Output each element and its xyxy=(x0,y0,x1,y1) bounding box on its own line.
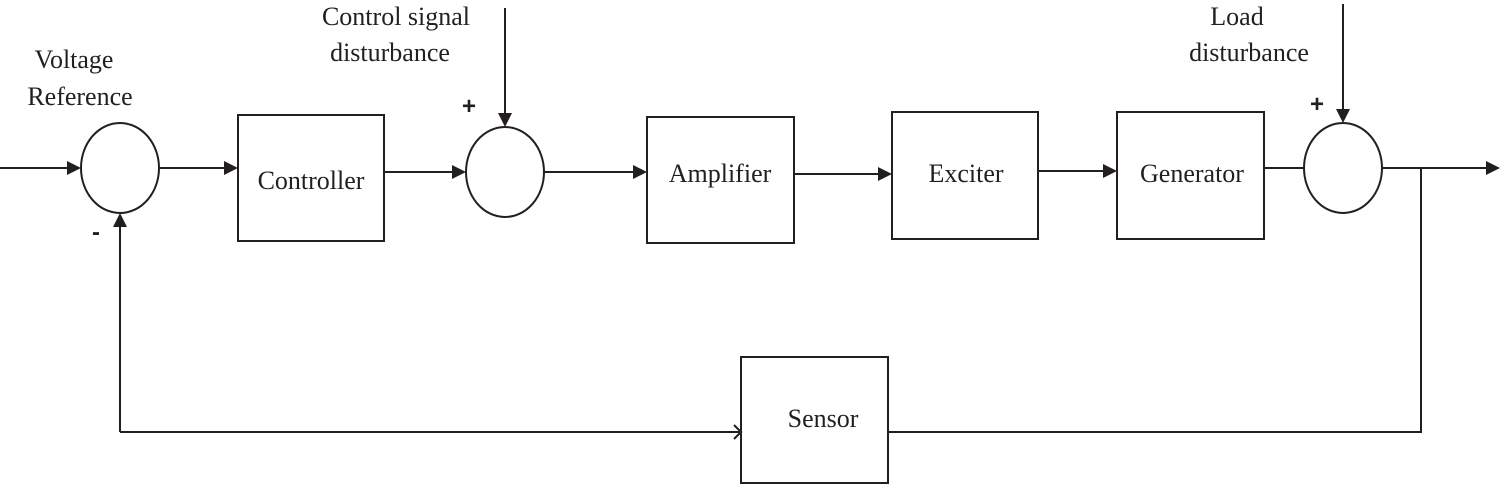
amplifier-arrowhead xyxy=(633,165,647,179)
sensor-label: Sensor xyxy=(788,404,859,433)
feedback-arrowhead xyxy=(113,213,127,227)
amplifier-label: Amplifier xyxy=(669,159,772,188)
sensor-input-chevron xyxy=(733,424,743,440)
controller-arrowhead xyxy=(224,161,238,175)
reference-label-line2: Reference xyxy=(27,82,132,111)
load-plus-sign: + xyxy=(1310,91,1324,118)
input-arrowhead xyxy=(67,161,81,175)
controller-block xyxy=(237,114,385,242)
control-disturbance-label-line2: disturbance xyxy=(330,38,450,67)
control-disturbance-arrowhead xyxy=(498,113,512,127)
sensor-block xyxy=(740,356,889,484)
control-sum-arrowhead xyxy=(452,165,466,179)
exciter-arrowhead xyxy=(878,167,892,181)
exciter-label: Exciter xyxy=(928,159,1003,188)
load-disturbance-label-line2: disturbance xyxy=(1189,38,1309,67)
feedback-to-sensor-line xyxy=(888,168,1422,433)
output-arrowhead xyxy=(1486,161,1500,175)
reference-label-line1: Voltage xyxy=(35,45,114,74)
exciter-block xyxy=(891,111,1039,240)
generator-label: Generator xyxy=(1140,159,1244,188)
control-plus-sign: + xyxy=(462,93,476,120)
summing-junction-control xyxy=(465,126,545,218)
feedback-minus-sign: - xyxy=(92,219,100,246)
control-disturbance-label-line1: Control signal xyxy=(322,2,470,31)
load-disturbance-label-line1: Load xyxy=(1210,2,1263,31)
generator-arrowhead xyxy=(1103,164,1117,178)
summing-junction-load xyxy=(1303,122,1383,214)
controller-label: Controller xyxy=(258,166,365,195)
load-disturbance-arrowhead xyxy=(1336,109,1350,123)
generator-block xyxy=(1116,111,1265,240)
amplifier-block xyxy=(646,116,795,244)
summing-junction-reference xyxy=(80,122,160,214)
